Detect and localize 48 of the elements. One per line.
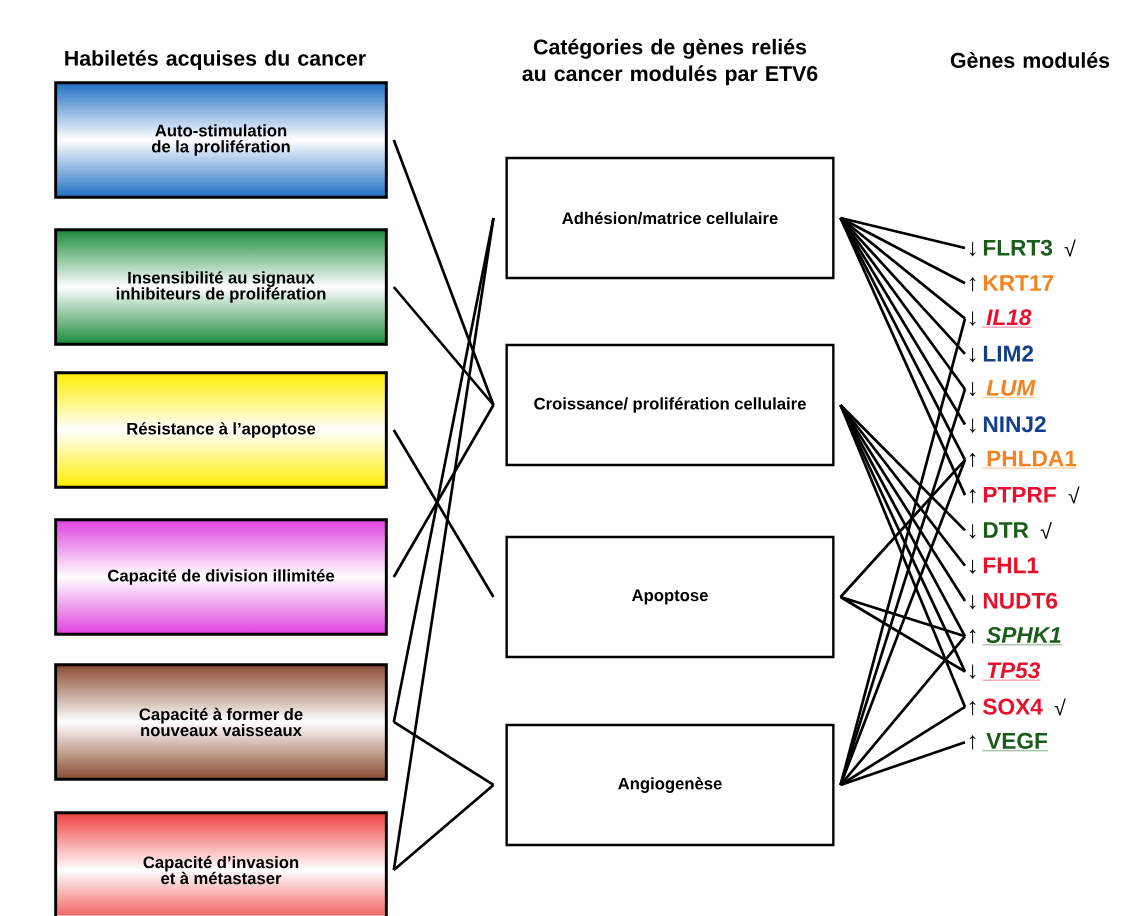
- check-mark: √: [1054, 698, 1066, 716]
- capability-box: Capacité d’invasion et à métastaser: [54, 811, 388, 916]
- gene-label: ↓ LUM: [969, 379, 1036, 398]
- connector-line: [392, 784, 495, 871]
- gene-label: ↓ DTR: [969, 522, 1029, 539]
- capability-box: Auto-stimulation de la prolifération: [54, 81, 388, 199]
- connector-line: [392, 139, 495, 406]
- connector-line: [839, 217, 967, 390]
- connector-line: [839, 458, 966, 598]
- connector-line: [392, 404, 495, 578]
- connector-line: [840, 216, 966, 250]
- connector-line: [839, 595, 966, 673]
- gene-label: ↓ LIM2: [969, 345, 1034, 363]
- connector-line: [392, 217, 495, 871]
- connector-line: [839, 635, 967, 786]
- gene-label: ↓ FHL1: [969, 557, 1039, 574]
- check-mark: √: [1068, 486, 1080, 504]
- gene-label: ↓ IL18: [969, 309, 1032, 328]
- connector-line: [840, 740, 966, 787]
- category-box: Adhésion/matrice cellulaire: [505, 156, 835, 280]
- connector-line: [393, 720, 495, 787]
- gene-label: ↑ VEGF: [969, 732, 1049, 751]
- capability-box: Insensibilité au signaux inhibiteurs de prolifération: [54, 228, 388, 346]
- category-box: Angiogenèse: [505, 723, 835, 847]
- gene-label: ↑ PHLDA1: [969, 450, 1078, 469]
- gene-label: ↑ PTPRF: [969, 486, 1056, 504]
- connector-line: [839, 705, 966, 787]
- connector-line: [839, 404, 967, 567]
- gene-label: ↑ SOX4: [969, 698, 1043, 716]
- connector-line: [840, 595, 966, 638]
- check-mark: √: [1040, 521, 1052, 539]
- gene-label: ↑ SPHK1: [969, 626, 1062, 646]
- category-box: Apoptose: [505, 535, 835, 659]
- column-heading: Catégories de gènes reliés au cancer modulés par ETV6: [522, 38, 818, 86]
- gene-label: ↓ NUDT6: [969, 592, 1058, 610]
- connector-line: [392, 429, 495, 598]
- capability-box: Capacité à former de nouveaux vaisseaux: [54, 663, 388, 781]
- connector-line: [839, 459, 967, 786]
- gene-label: ↓ NINJ2: [969, 416, 1046, 433]
- gene-label: ↑ KRT17: [969, 275, 1054, 292]
- column-heading: Gènes modulés: [950, 52, 1110, 68]
- connector-line: [392, 286, 495, 406]
- gene-label: ↓ FLRT3: [969, 239, 1053, 257]
- check-mark: √: [1064, 239, 1076, 257]
- capability-box: Résistance à l’apoptose: [54, 371, 388, 489]
- gene-label: ↓ TP53: [969, 662, 1041, 681]
- capability-box: Capacité de division illimitée: [54, 518, 388, 636]
- category-box: Croissance/ prolifération cellulaire: [505, 343, 835, 467]
